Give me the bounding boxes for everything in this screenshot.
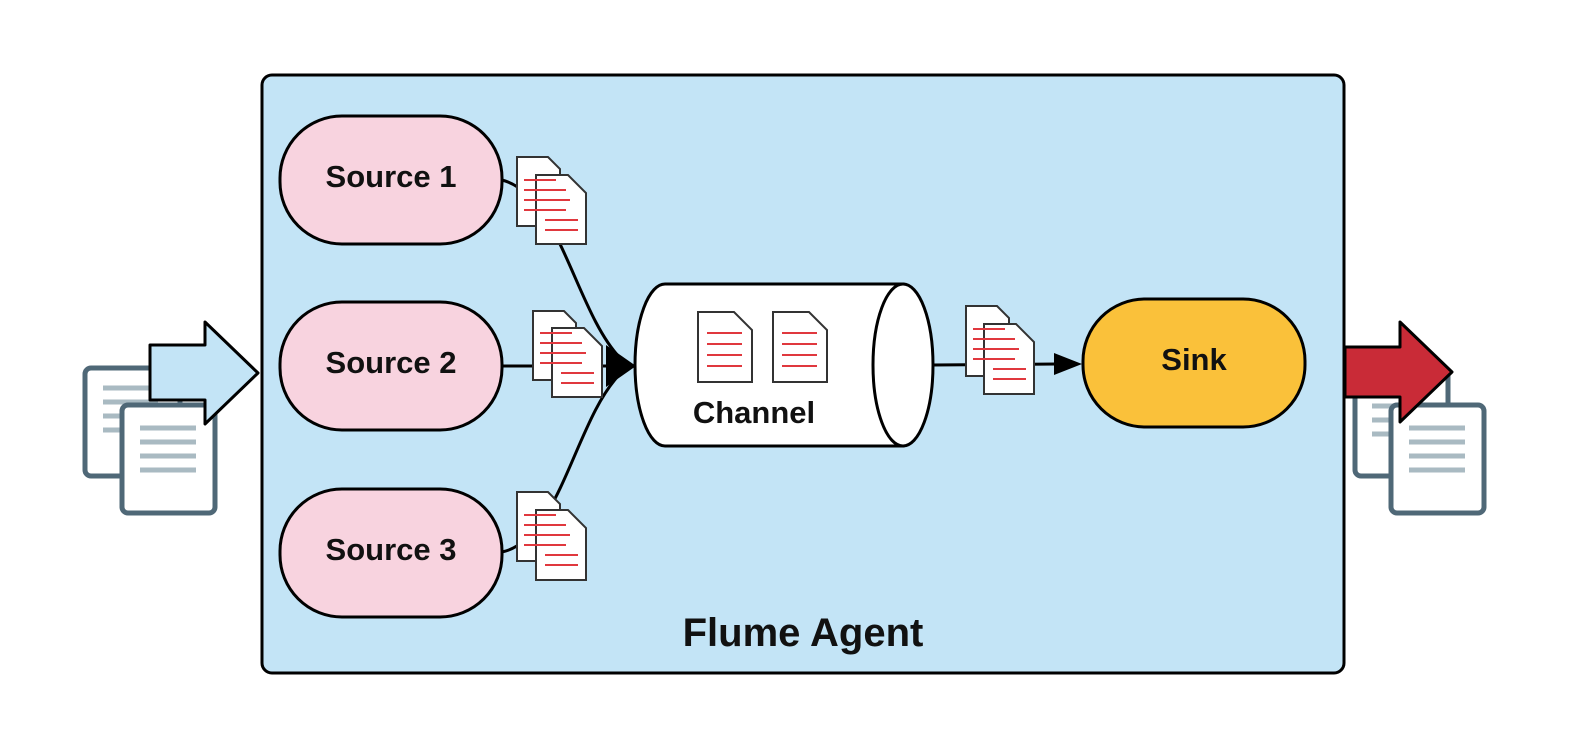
event-document-icon — [516, 491, 587, 581]
source-3-node — [278, 487, 504, 619]
event-document-icon — [532, 310, 603, 398]
channel-input-arrowhead — [606, 345, 636, 387]
output-arrow — [1343, 320, 1454, 424]
sink-node — [1081, 297, 1307, 429]
sink-label: Sink — [1161, 342, 1227, 377]
event-document-icon — [965, 305, 1035, 395]
sink-input-arrowhead — [1054, 353, 1082, 375]
source-3-label: Source 3 — [326, 532, 457, 567]
channel-event-document-icon — [772, 311, 828, 383]
event-document-icon — [516, 156, 587, 245]
source-1-label: Source 1 — [326, 159, 457, 194]
channel-label: Channel — [693, 395, 815, 430]
source-2-label: Source 2 — [326, 345, 457, 380]
flume-agent-label: Flume Agent — [683, 611, 924, 655]
input-arrow — [148, 320, 260, 426]
channel-event-document-icon — [697, 311, 753, 383]
